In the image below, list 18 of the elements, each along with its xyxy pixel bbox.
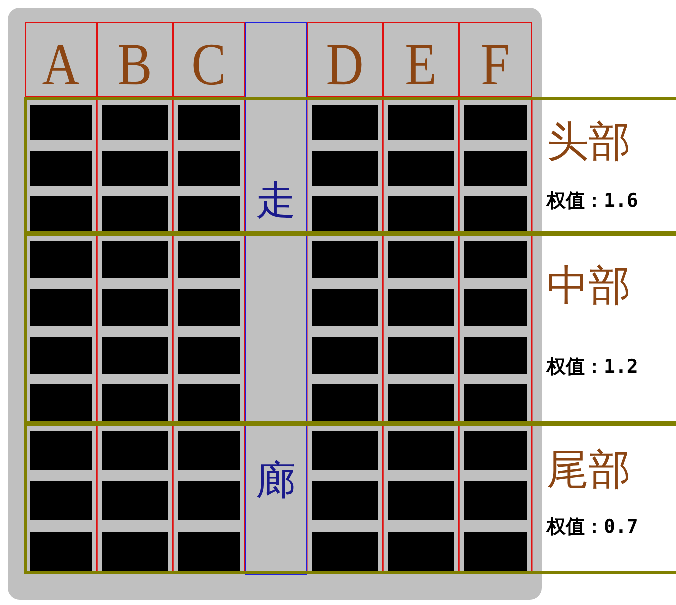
weight-label: 权值：1.2 — [547, 358, 638, 377]
weight-label: 权值：1.6 — [547, 192, 638, 211]
column-header: B — [97, 22, 173, 97]
section-name: 头部 — [547, 122, 631, 164]
aisle-column — [245, 22, 307, 575]
column-header: A — [25, 22, 97, 97]
column-header: E — [383, 22, 459, 97]
weight-label: 权值：0.7 — [547, 518, 638, 537]
aisle-character: 走 — [255, 181, 297, 221]
column-header: D — [307, 22, 383, 97]
section-name: 尾部 — [547, 450, 631, 492]
cabin-section-band — [24, 97, 676, 234]
column-header: C — [173, 22, 245, 97]
column-header: F — [459, 22, 532, 97]
section-name: 中部 — [547, 266, 631, 308]
cabin-section-band — [24, 233, 676, 424]
aisle-character: 廊 — [255, 461, 297, 501]
cabin-section-band — [24, 423, 676, 574]
